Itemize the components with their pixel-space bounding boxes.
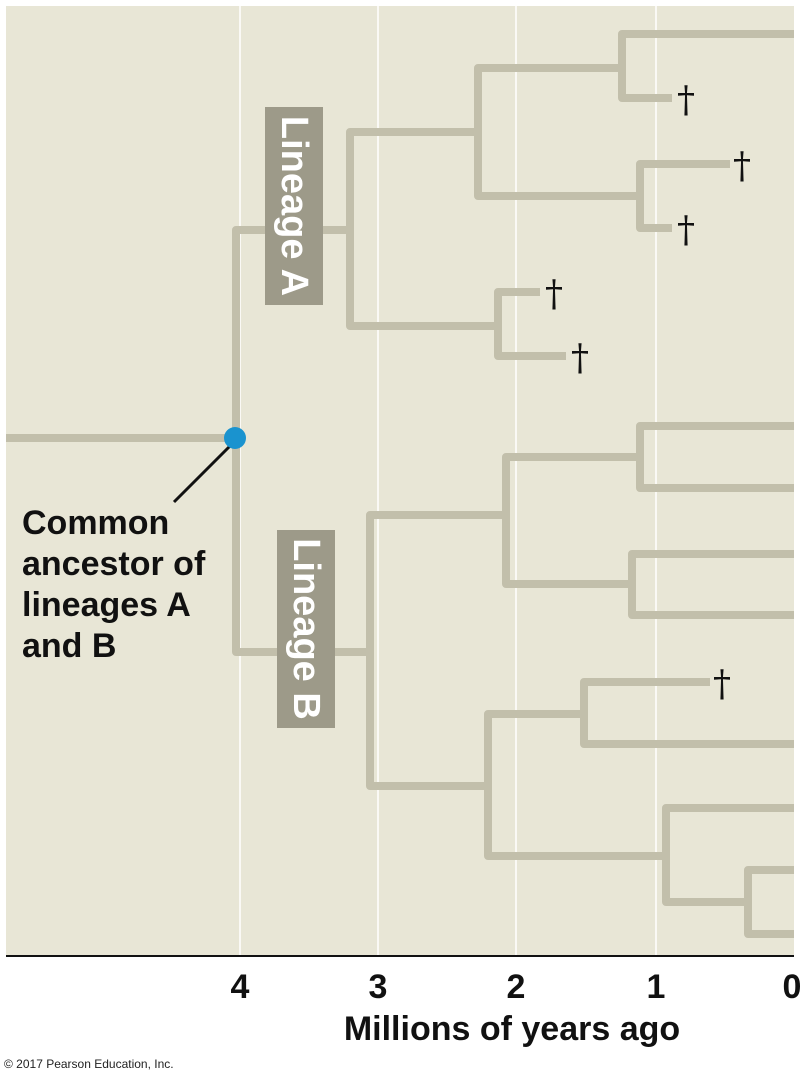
callout-leader-line xyxy=(172,442,234,504)
lineage-b-label-box xyxy=(277,530,335,728)
tick-label-2: 2 xyxy=(507,968,526,1006)
lineage-b-pair-1 xyxy=(636,422,794,492)
lineage-a-top-pair xyxy=(618,30,794,102)
lineage-b-upper-node xyxy=(502,453,640,588)
copyright-text: © 2017 Pearson Education, Inc. xyxy=(4,1057,174,1071)
tick-label-3: 3 xyxy=(369,968,388,1006)
lineage-b-pair-4 xyxy=(662,804,794,906)
plot-background xyxy=(6,6,794,956)
lineage-b-label: Lineage B xyxy=(277,530,335,728)
lineage-a-label-box xyxy=(265,107,323,305)
callout-text: Common ancestor of lineages A and B xyxy=(22,504,215,665)
lineage-a-upper-node xyxy=(474,64,640,200)
lineage-b-pair-2 xyxy=(628,550,794,619)
callout-line-2: ancestor of xyxy=(22,545,206,583)
common-ancestor-node xyxy=(224,427,246,449)
axis-title: Millions of years ago xyxy=(344,1010,680,1048)
lineage-b-node xyxy=(366,511,506,790)
dagger-icon: † xyxy=(677,80,695,121)
callout-line-3: lineages A xyxy=(22,586,190,624)
time-axis-ticks: 4 3 2 1 0 xyxy=(231,968,802,1006)
dagger-icon: † xyxy=(713,664,731,705)
lineage-a-label-text: Lineage A xyxy=(273,116,315,296)
lineage-b-pair-3 xyxy=(580,678,794,748)
extinction-markers: † † † † † † xyxy=(545,80,751,705)
dagger-icon: † xyxy=(545,274,563,315)
lineage-a-label: Lineage A xyxy=(265,107,323,305)
lineage-b-pair-5 xyxy=(744,866,794,938)
callout-line-4: and B xyxy=(22,627,116,665)
lineage-a-lower-pair xyxy=(494,288,566,360)
callout-line-1: Common xyxy=(22,504,169,542)
lineage-b-label-text: Lineage B xyxy=(285,538,327,720)
dagger-icon: † xyxy=(571,338,589,379)
dagger-icon: † xyxy=(733,146,751,187)
tick-label-0: 0 xyxy=(783,968,802,1006)
tick-label-1: 1 xyxy=(647,968,666,1006)
tick-label-4: 4 xyxy=(231,968,250,1006)
dagger-icon: † xyxy=(677,210,695,251)
lineage-b-lower-node xyxy=(484,710,666,860)
lineage-a-mid-pair xyxy=(636,160,730,232)
lineage-a-node xyxy=(346,128,498,330)
